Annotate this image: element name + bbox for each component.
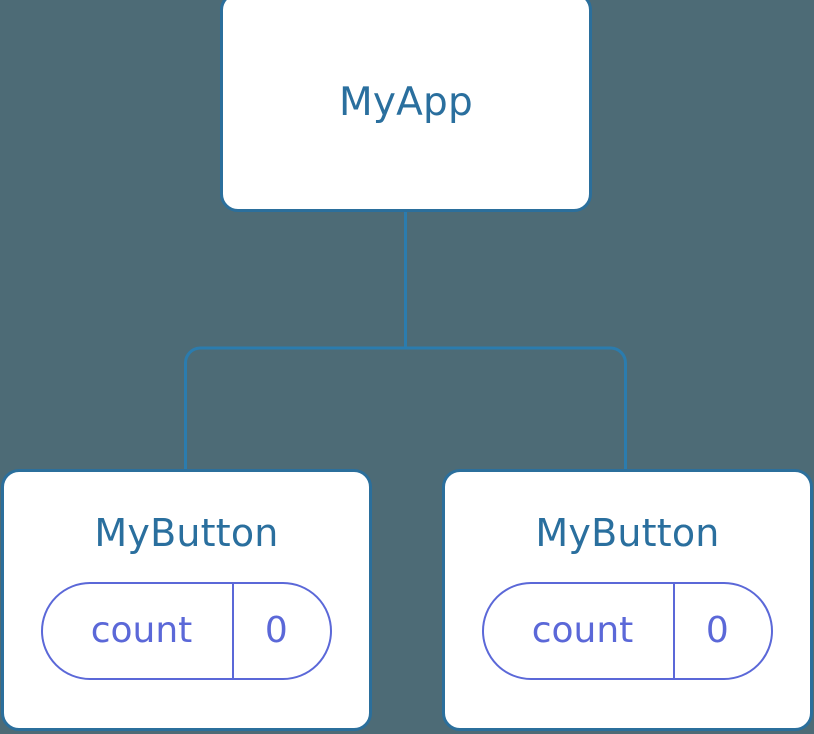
state-value: 0 bbox=[705, 610, 729, 651]
connector-left-branch bbox=[184, 346, 406, 470]
state-pill-divider bbox=[232, 584, 235, 678]
connector-right-branch bbox=[405, 346, 627, 470]
state-value: 0 bbox=[264, 610, 288, 651]
node-card-child-0[interactable]: MyButton count 0 bbox=[1, 469, 372, 731]
node-title: MyApp bbox=[339, 79, 473, 125]
node-title: MyButton bbox=[535, 511, 720, 555]
state-pill[interactable]: count 0 bbox=[481, 582, 774, 680]
node-card-root[interactable]: MyApp bbox=[220, 0, 592, 212]
node-title: MyButton bbox=[94, 511, 279, 555]
state-key: count bbox=[90, 610, 193, 651]
state-key: count bbox=[531, 610, 634, 651]
state-pill-divider bbox=[673, 584, 676, 678]
state-pill[interactable]: count 0 bbox=[40, 582, 333, 680]
node-card-child-1[interactable]: MyButton count 0 bbox=[442, 469, 813, 731]
